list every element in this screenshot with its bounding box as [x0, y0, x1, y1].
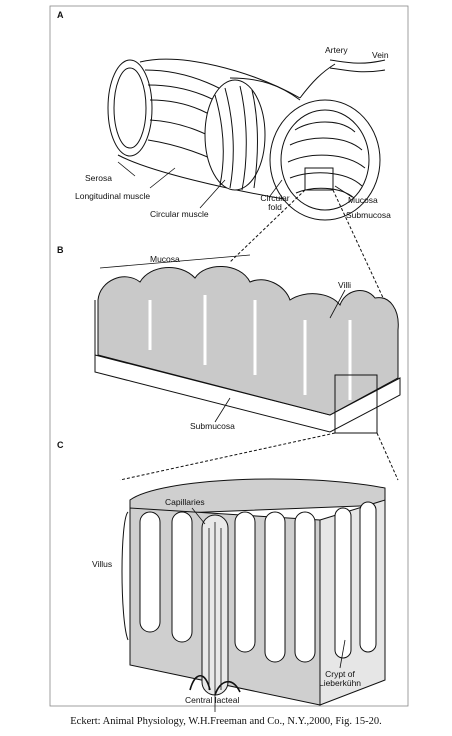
label-circular-fold-line2: fold [268, 202, 282, 212]
label-longitudinal-muscle: Longitudinal muscle [75, 192, 150, 201]
label-circular-fold: Circular fold [255, 194, 295, 212]
label-submucosa-a: Submucosa [346, 211, 391, 220]
label-serosa: Serosa [85, 174, 112, 183]
label-villus: Villus [92, 560, 112, 569]
label-mucosa-b: Mucosa [150, 255, 180, 264]
figure-caption: Eckert: Animal Physiology, W.H.Freeman a… [0, 716, 452, 727]
label-villi: Villi [338, 281, 351, 290]
label-artery: Artery [325, 46, 348, 55]
label-capillaries: Capillaries [165, 498, 205, 507]
label-crypt-line2: Lieberkühn [319, 678, 361, 688]
label-central-lacteal: Central lacteal [185, 696, 239, 705]
label-submucosa-b: Submucosa [190, 422, 235, 431]
label-vein: Vein [372, 51, 389, 60]
label-mucosa-a: Mucosa [348, 196, 378, 205]
panel-b-drawing [95, 266, 400, 480]
label-circular-muscle: Circular muscle [150, 210, 209, 219]
panel-c-letter: C [57, 440, 64, 450]
panel-b-letter: B [57, 245, 64, 255]
panel-a-letter: A [57, 10, 64, 20]
label-crypt-of-lieberkuhn: Crypt of Lieberkühn [310, 670, 370, 688]
